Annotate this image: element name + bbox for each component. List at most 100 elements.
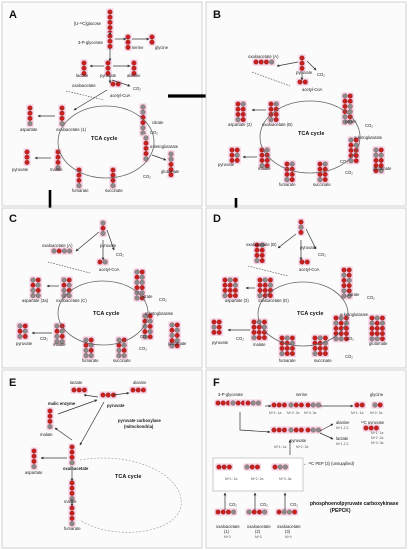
aspartate-molecule-b: [234, 100, 247, 124]
labeled-carbon-atom: [47, 418, 53, 424]
labeled-carbon-atom: [168, 172, 174, 178]
fumarate-molecule-d: [278, 334, 296, 358]
unlabeled-carbon-atom: [139, 290, 145, 296]
glycine-molecule-f1: [353, 401, 366, 409]
label-oaa3n-f: (3): [285, 529, 291, 534]
unlabeled-carbon-atom: [147, 318, 153, 324]
unlabeled-carbon-atom: [315, 427, 321, 433]
labeled-carbon-atom: [56, 248, 62, 254]
label-alanine-f: alanine: [336, 420, 350, 425]
label-akg-b: α-ketoglutarate: [354, 135, 383, 140]
fumarate-molecule-e: [68, 504, 76, 528]
labeled-carbon-atom: [220, 509, 226, 515]
labeled-carbon-atom: [264, 157, 270, 163]
unlabeled-carbon-atom: [116, 353, 122, 359]
unlabeled-carbon-atom: [246, 509, 252, 515]
labeled-carbon-atom: [305, 402, 311, 408]
unlabeled-carbon-atom: [259, 242, 265, 248]
glutamate-molecule-c: [168, 321, 181, 350]
labeled-carbon-atom: [69, 454, 75, 460]
unlabeled-carbon-atom: [88, 353, 94, 359]
labeled-carbon-atom: [289, 171, 295, 177]
oaa1-molecule-a: [58, 104, 66, 128]
unlabeled-carbon-atom: [346, 277, 352, 283]
labeled-carbon-atom: [379, 315, 385, 321]
labeled-carbon-atom: [289, 345, 295, 351]
unlabeled-carbon-atom: [310, 427, 316, 433]
labeled-carbon-atom: [348, 142, 354, 148]
label-acetylcoa-d: acetyl-CoA: [299, 267, 320, 272]
pyruvate-molecule-d: [297, 218, 305, 236]
labeled-carbon-atom: [97, 259, 103, 265]
molecule-highlight: [214, 508, 238, 516]
label-citrate-b: citrate: [345, 119, 357, 124]
labeled-carbon-atom: [279, 335, 285, 341]
labeled-carbon-atom: [253, 59, 259, 65]
label-oaaB-d: oxaloacetate (B): [246, 242, 277, 247]
molecule-highlight: [58, 104, 66, 128]
label-oaa1m-f: M+3: [224, 535, 231, 539]
unlabeled-carbon-atom: [83, 337, 89, 343]
labeled-carbon-atom: [347, 93, 353, 99]
unlabeled-carbon-atom: [232, 282, 238, 288]
label-co2-a2: CO₂: [150, 130, 158, 135]
labeled-carbon-atom: [289, 351, 295, 357]
labeled-carbon-atom: [27, 115, 33, 121]
labeled-carbon-atom: [168, 167, 174, 173]
arrow-pyr-lac-f: [319, 432, 334, 440]
arrow-pyruvate-co2: [111, 79, 131, 87]
pyruvate-molecule-f2: [287, 426, 305, 434]
succinate-molecule-a: [109, 166, 117, 190]
labeled-carbon-atom: [338, 325, 344, 331]
unlabeled-carbon-atom: [269, 59, 275, 65]
label-lactate-f: lactate: [336, 436, 349, 441]
labeled-carbon-atom: [259, 258, 265, 264]
labeled-carbon-atom: [369, 315, 375, 321]
pyruvate2-molecule-c: [16, 322, 29, 340]
labeled-carbon-atom: [139, 269, 145, 275]
unlabeled-carbon-atom: [373, 152, 379, 158]
unlabeled-carbon-atom: [369, 320, 375, 326]
acetylcoa-molecule-c: [96, 258, 109, 266]
label-fumarate-c: fumarate: [82, 358, 99, 363]
labeled-carbon-atom: [69, 505, 75, 511]
citrate-molecule-c: [133, 268, 146, 302]
labeled-carbon-atom: [256, 335, 262, 341]
labeled-carbon-atom: [259, 152, 265, 158]
labeled-carbon-atom: [289, 335, 295, 341]
labeled-carbon-atom: [254, 252, 260, 258]
labeled-carbon-atom: [235, 111, 241, 117]
molecule-highlight: [30, 447, 38, 471]
tca-label-c: TCA cycle: [93, 311, 119, 317]
labeled-carbon-atom: [211, 319, 217, 325]
labeled-carbon-atom: [373, 163, 379, 169]
unlabeled-carbon-atom: [54, 339, 60, 345]
arrow-oaa-malate-e: [54, 427, 73, 441]
unlabeled-carbon-atom: [338, 315, 344, 321]
unlabeled-carbon-atom: [286, 509, 292, 515]
labeled-carbon-atom: [69, 480, 75, 486]
label-pyruvate-e: pyruvate: [107, 403, 125, 408]
unlabeled-carbon-atom: [235, 117, 241, 123]
labeled-carbon-atom: [341, 277, 347, 283]
labeled-carbon-atom: [232, 287, 238, 293]
arrow-pyr-co2-d: [305, 228, 317, 250]
label-pepck-f: phosphoenolpyruvate carboxykinase: [310, 501, 399, 507]
labeled-carbon-atom: [292, 509, 298, 515]
labeled-carbon-atom: [353, 153, 359, 159]
labeled-carbon-atom: [69, 490, 75, 496]
tca-label-a: TCA cycle: [91, 136, 117, 142]
labeled-carbon-atom: [257, 282, 263, 288]
labeled-carbon-atom: [297, 79, 303, 85]
pep-box: [212, 457, 304, 492]
unlabeled-carbon-atom: [69, 521, 75, 527]
unlabeled-carbon-atom: [110, 183, 116, 189]
arrow-pyr-lac-e: [83, 393, 99, 398]
unlabeled-carbon-atom: [67, 248, 73, 254]
labeled-carbon-atom: [76, 177, 82, 183]
label-succinate-d: succinate: [314, 358, 332, 363]
label-co2-c3: CO₂: [139, 346, 147, 351]
labeled-carbon-atom: [169, 338, 175, 344]
fumarate-molecule-b: [283, 160, 296, 184]
label-pyruvate-d: pyruvate: [300, 245, 317, 250]
